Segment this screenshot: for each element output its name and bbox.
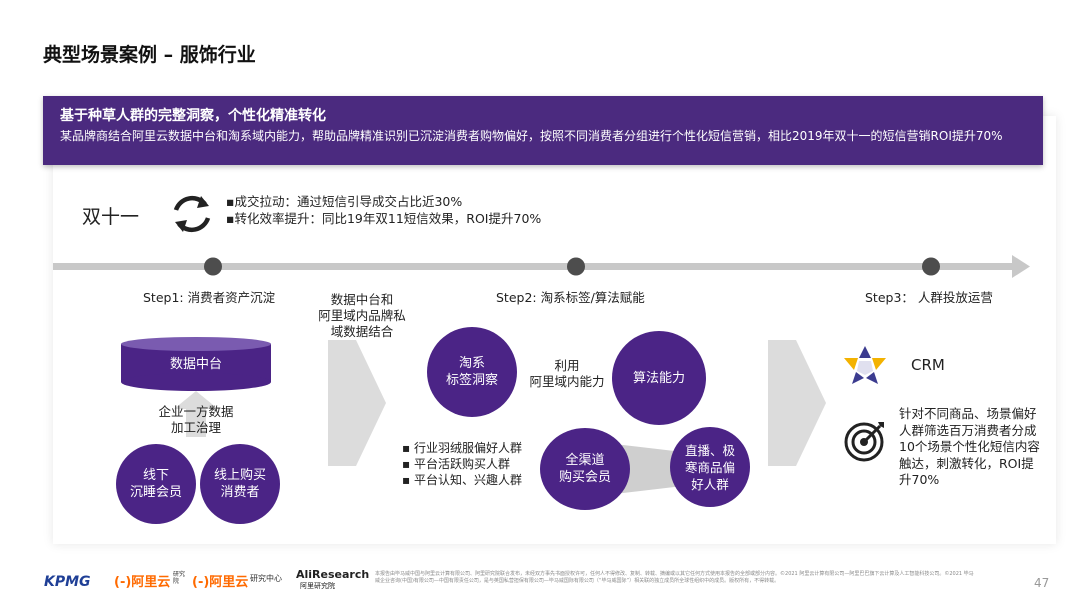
omnichannel-members-circle: 全渠道 购买会员	[540, 428, 630, 510]
use-ability-text: 利用 阿里域内能力	[529, 358, 605, 389]
timeline-dot	[567, 257, 585, 276]
timeline-dot	[204, 257, 222, 276]
aliresearch-logo: AliResearch	[296, 568, 370, 581]
aliyun-research-sub: 研究中心	[250, 574, 282, 583]
data-platform-cylinder	[121, 337, 271, 391]
chevron-arrow	[328, 340, 386, 466]
livestream-preference-circle: 直播、极 寒商品偏 好人群	[670, 427, 750, 507]
aliyun-logo-sub: 研究 院	[173, 571, 186, 585]
crm-star-icon	[844, 346, 886, 384]
page-number: 47	[1034, 576, 1050, 590]
cylinder-label: 数据中台	[169, 357, 222, 372]
event-bullets: ▪成交拉动：通过短信引导成交占比近30% ▪转化效率提升：同比19年双11短信效…	[226, 193, 541, 227]
page-title: 典型场景案例 – 服饰行业	[43, 44, 256, 66]
event-bullet: ▪成交拉动：通过短信引导成交占比近30%	[226, 194, 463, 209]
arrow1-text: 数据中台和 阿里域内品牌私 域数据结合	[318, 292, 406, 339]
step2-bullet: ▪ 行业羽绒服偏好人群	[402, 441, 522, 455]
event-label: 双十一	[82, 206, 140, 228]
step3-text: 针对不同商品、场景偏好人群筛选百万消费者分成10个场景个性化短信内容触达，刺激转…	[899, 406, 1040, 487]
banner: 基于种草人群的完整洞察，个性化精准转化 某品牌商结合阿里云数据中台和淘系域内能力…	[43, 96, 1043, 165]
step1-label: Step1: 消费者资产沉淀	[143, 290, 276, 305]
refresh-icon	[173, 195, 211, 233]
banner-text: 某品牌商结合阿里云数据中台和淘系域内能力，帮助品牌精准识别已沉淀消费者购物偏好，…	[60, 129, 1003, 143]
process-text: 企业一方数据 加工治理	[158, 404, 234, 435]
footer-note: 本报告由毕马威中国与阿里云计算有限公司、阿里研究院联合发布，未经双方事先书面授权…	[375, 571, 974, 584]
algorithm-circle: 算法能力	[612, 331, 706, 425]
step2-bullets: ▪ 行业羽绒服偏好人群 ▪ 平台活跃购买人群 ▪ 平台认知、兴趣人群	[402, 440, 522, 488]
aliyun-research-logo: (-)阿里云	[192, 571, 248, 590]
kpmg-logo: KPMG	[44, 574, 91, 590]
target-icon	[844, 422, 884, 462]
event-bullet: ▪转化效率提升：同比19年双11短信效果，ROI提升70%	[226, 211, 542, 226]
aliyun-logo-text: 阿里云	[131, 575, 171, 590]
aliyun-logo-text: 阿里云	[209, 575, 249, 590]
timeline	[53, 255, 1030, 278]
online-buyers-circle: 线上购买 消费者	[200, 444, 280, 524]
aliresearch-sub: 阿里研究院	[300, 582, 335, 590]
aliyun-bracket-icon: (-)	[114, 575, 132, 590]
up-arrow	[174, 391, 218, 437]
aliyun-logo: (-)阿里云	[114, 571, 170, 590]
timeline-dot	[922, 257, 940, 276]
taobao-tag-circle: 淘系 标签洞察	[427, 327, 517, 417]
banner-heading: 基于种草人群的完整洞察，个性化精准转化	[60, 108, 326, 124]
aliyun-bracket-icon: (-)	[192, 575, 210, 590]
crm-label: CRM	[911, 356, 945, 374]
chevron-arrow	[768, 340, 826, 466]
step2-bullet: ▪ 平台认知、兴趣人群	[402, 473, 522, 487]
step2-label: Step2: 淘系标签/算法赋能	[496, 290, 645, 305]
step3-label: Step3： 人群投放运营	[865, 290, 993, 305]
step2-bullet: ▪ 平台活跃购买人群	[402, 457, 510, 471]
offline-members-circle: 线下 沉睡会员	[116, 444, 196, 524]
